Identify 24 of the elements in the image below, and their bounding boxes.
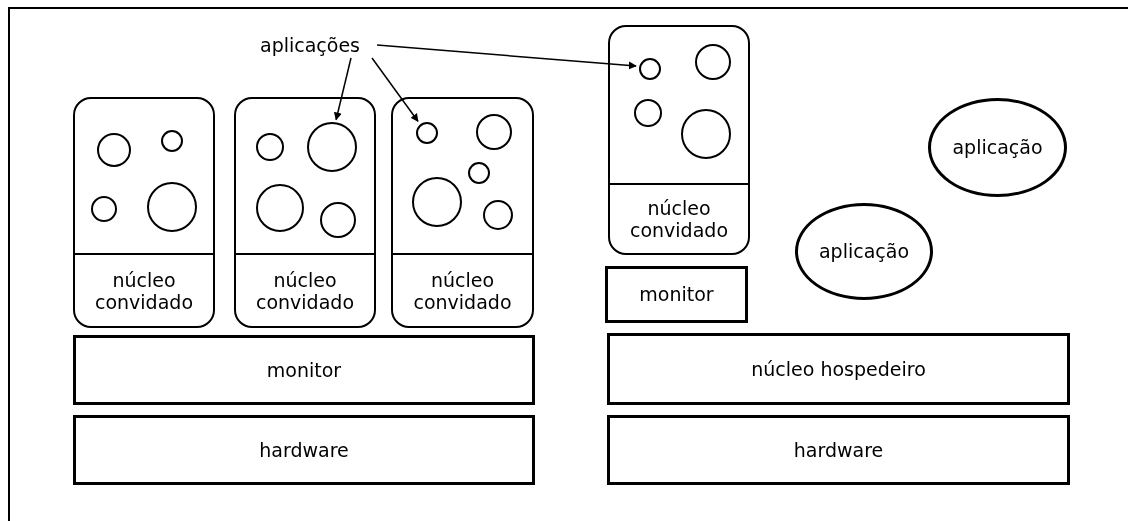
node-label: hardware xyxy=(793,437,884,463)
node-label: aplicação xyxy=(818,239,910,265)
guest-kernel-card xyxy=(391,97,534,328)
node-label: aplicação xyxy=(952,135,1043,161)
layer-box xyxy=(607,415,1070,485)
layer-box xyxy=(73,415,535,485)
layer-box xyxy=(73,335,535,405)
node-label: hardware xyxy=(259,437,349,463)
guest-kernel-card xyxy=(73,97,215,328)
arrow xyxy=(333,57,352,121)
node-label: núcleo convidado xyxy=(412,268,513,313)
node-label: núcleo convidado xyxy=(629,197,729,241)
layer-box xyxy=(607,333,1070,405)
node-label: monitor xyxy=(639,282,714,308)
node-label: núcleo convidado xyxy=(255,268,355,313)
arrow xyxy=(376,44,637,70)
node-label: aplicações xyxy=(260,34,360,56)
node-label: monitor xyxy=(266,357,342,383)
node-label: núcleo hospedeiro xyxy=(751,356,926,382)
arrow xyxy=(371,57,419,123)
guest-kernel-card xyxy=(608,25,750,255)
layer-box xyxy=(605,266,748,323)
guest-kernel-card xyxy=(234,97,376,328)
node-label: núcleo convidado xyxy=(94,268,194,313)
